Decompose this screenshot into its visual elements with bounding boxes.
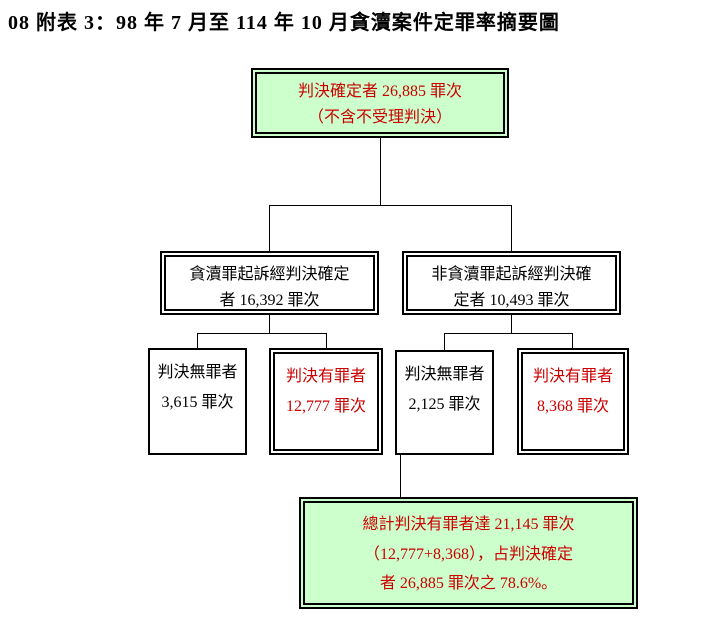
connector-root-stem [380, 138, 381, 205]
node-total-confirmed-line1: 判決確定者 26,885 罪次 [297, 83, 462, 100]
node-corruption-acquitted: 判決無罪者 3,615 罪次 [148, 348, 247, 455]
connector-branch-horizontal [269, 205, 512, 206]
node-summary-total: 總計判決有罪者達 21,145 罪次 （12,777+8,368），占判決確定 … [299, 497, 638, 609]
connector-right-sub-horizontal [444, 333, 573, 334]
node-summary-total-line3: 者 26,885 罪次之 78.6%。 [379, 575, 558, 593]
node-corruption-confirmed-line1: 貪瀆罪起訴經判決確定 [189, 266, 350, 283]
node-corruption-convicted-line2: 12,777 罪次 [285, 397, 366, 415]
node-noncorruption-confirmed: 非貪瀆罪起訴經判決確 定者 10,493 罪次 [402, 251, 621, 315]
node-corruption-confirmed: 貪瀆罪起訴經判決確定 者 16,392 罪次 [160, 251, 379, 315]
node-noncorruption-acquitted-line1: 判決無罪者 [404, 366, 485, 383]
connector-right-convicted-drop [572, 333, 573, 348]
connector-summary-drop [400, 455, 401, 497]
node-corruption-acquitted-line2: 3,615 罪次 [161, 393, 234, 411]
node-noncorruption-confirmed-line1: 非貪瀆罪起訴經判決確 [431, 266, 592, 283]
node-noncorruption-confirmed-line2: 定者 10,493 罪次 [453, 292, 570, 310]
connector-left-acquitted-drop [197, 333, 198, 348]
node-corruption-confirmed-line2: 者 16,392 罪次 [219, 292, 320, 310]
node-noncorruption-convicted-line1: 判決有罪者 [532, 368, 613, 385]
node-summary-total-line1: 總計判決有罪者達 21,145 罪次 [362, 516, 575, 533]
connector-left-sub-stem [269, 314, 270, 333]
node-noncorruption-convicted: 判決有罪者 8,368 罪次 [517, 348, 629, 455]
connector-left-sub-horizontal [197, 333, 327, 334]
connector-right-acquitted-drop [444, 333, 445, 350]
node-corruption-convicted-line1: 判決有罪者 [285, 368, 366, 385]
connector-right-branch-drop [511, 205, 512, 251]
connector-left-convicted-drop [326, 333, 327, 348]
connector-right-sub-stem [511, 314, 512, 333]
node-noncorruption-acquitted-line2: 2,125 罪次 [408, 395, 481, 413]
diagram-title: 08 附表 3：98 年 7 月至 114 年 10 月貪瀆案件定罪率摘要圖 [8, 12, 560, 34]
node-summary-total-line2: （12,777+8,368），占判決確定 [363, 545, 574, 563]
node-total-confirmed-line2: （不含不受理判決） [307, 109, 452, 127]
node-total-confirmed: 判決確定者 26,885 罪次 （不含不受理判決） [251, 68, 509, 138]
node-noncorruption-acquitted: 判決無罪者 2,125 罪次 [395, 350, 494, 455]
node-corruption-acquitted-line1: 判決無罪者 [157, 364, 238, 381]
node-noncorruption-convicted-line2: 8,368 罪次 [536, 397, 609, 415]
connector-left-branch-drop [269, 205, 270, 251]
node-corruption-convicted: 判決有罪者 12,777 罪次 [269, 348, 383, 455]
